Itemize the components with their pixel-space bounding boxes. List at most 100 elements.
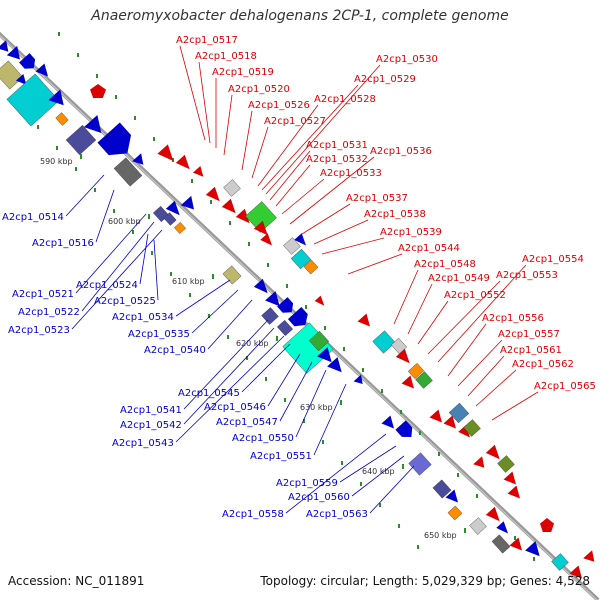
leader-line-forward [281, 178, 325, 215]
gene-label-reverse: A2cp1_0514 [2, 212, 64, 223]
leader-line-forward [457, 339, 503, 387]
gene-label-forward: A2cp1_0530 [376, 54, 438, 65]
gene-block [497, 455, 515, 473]
tick-dot [286, 284, 288, 288]
gene-arrow [327, 357, 342, 373]
gene-arrow [395, 420, 413, 437]
leader-line-forward [275, 164, 311, 207]
gene-block [551, 553, 569, 571]
gene-arrow [192, 165, 204, 177]
tick-dot [246, 356, 248, 360]
tick-dot [341, 461, 343, 465]
gene-arrow [381, 415, 395, 429]
tick-dot [58, 32, 60, 36]
leader-line-forward [241, 110, 253, 171]
gene-arrow [507, 485, 521, 499]
tick-dot [170, 272, 172, 276]
gene-arrow [83, 115, 102, 133]
gene-label-forward: A2cp1_0565 [534, 381, 596, 392]
leader-line-forward [289, 156, 375, 225]
tick-dot [210, 200, 212, 204]
gene-block [407, 362, 425, 380]
gene-arrow [15, 73, 27, 85]
tick-dot [457, 473, 459, 477]
gene-labels-layer: A2cp1_0517A2cp1_0518A2cp1_0519A2cp1_0520… [2, 35, 596, 520]
tick-dot [113, 209, 115, 213]
gene-label-reverse: A2cp1_0524 [76, 280, 138, 291]
leader-line-reverse [369, 465, 415, 514]
gene-arrow [6, 45, 21, 60]
gene-arrow [583, 550, 595, 562]
tick-dot [134, 116, 136, 120]
gene-block [0, 60, 24, 90]
gene-label-forward: A2cp1_0537 [346, 193, 408, 204]
kbp-tick-label: 630 kbp [300, 403, 333, 412]
gene-arrow [458, 425, 471, 438]
gene-arrow [48, 89, 64, 106]
gene-label-reverse: A2cp1_0563 [306, 509, 368, 520]
gene-arrow [395, 348, 410, 364]
gene-arrow [503, 471, 517, 485]
tick-dot [229, 221, 231, 225]
gene-label-reverse: A2cp1_0534 [112, 312, 174, 323]
leader-line-forward [257, 104, 319, 187]
tick-dot [208, 314, 210, 318]
gene-label-forward: A2cp1_0533 [320, 168, 382, 179]
leader-line-reverse [81, 221, 155, 312]
gene-block [174, 222, 186, 234]
leader-line-forward [467, 355, 505, 397]
gene-label-forward: A2cp1_0549 [428, 273, 490, 284]
gene-label-reverse: A2cp1_0516 [32, 238, 94, 249]
kbp-tick-label: 600 kbp [108, 217, 141, 226]
tick-dot [77, 53, 79, 57]
leader-line-reverse [313, 383, 347, 456]
gene-block [55, 112, 69, 126]
gene-arrow [157, 144, 174, 161]
leader-line-reverse [295, 369, 327, 438]
tick-dot [400, 410, 402, 414]
tick-dot [248, 242, 250, 246]
gene-label-forward: A2cp1_0517 [176, 35, 238, 46]
gene-label-reverse: A2cp1_0551 [250, 451, 312, 462]
kbp-tick-mark [148, 214, 150, 219]
tick-dot [37, 125, 39, 129]
gene-arrow [496, 521, 509, 534]
gene-block [222, 265, 242, 285]
tick-dot [324, 326, 326, 330]
leader-line-reverse [139, 233, 149, 285]
gene-block [283, 237, 301, 255]
gene-label-reverse: A2cp1_0546 [204, 402, 266, 413]
gene-label-reverse: A2cp1_0547 [216, 417, 278, 428]
leader-line-forward [301, 203, 351, 235]
kbp-tick-mark [276, 336, 278, 341]
leader-line-forward [261, 84, 359, 191]
gene-block [540, 518, 554, 532]
gene-label-forward: A2cp1_0552 [444, 290, 506, 301]
gene-block [276, 319, 294, 337]
gene-label-forward: A2cp1_0532 [306, 154, 368, 165]
gene-arrow [165, 200, 180, 216]
leader-line-forward [417, 300, 449, 345]
gene-label-forward: A2cp1_0529 [354, 74, 416, 85]
leader-line-reverse [75, 213, 147, 294]
gene-arrow [445, 489, 459, 503]
gene-block [113, 157, 143, 187]
gene-arrow [294, 233, 307, 246]
tick-dot [419, 431, 421, 435]
gene-block [432, 479, 452, 499]
tick-dot [360, 482, 362, 486]
leader-line-reverse [241, 343, 291, 393]
tick-dot [189, 293, 191, 297]
tick-dot [132, 230, 134, 234]
leader-lines-layer [65, 45, 539, 514]
gene-arrow [132, 153, 144, 165]
leader-line-forward [179, 45, 206, 141]
leader-line-reverse [95, 189, 115, 243]
gene-arrow [314, 295, 325, 306]
leader-line-reverse [279, 361, 313, 422]
gene-arrow [443, 415, 457, 429]
gene-label-forward: A2cp1_0554 [522, 254, 584, 265]
kbp-tick-label: 590 kbp [40, 157, 73, 166]
gene-block [6, 73, 60, 127]
